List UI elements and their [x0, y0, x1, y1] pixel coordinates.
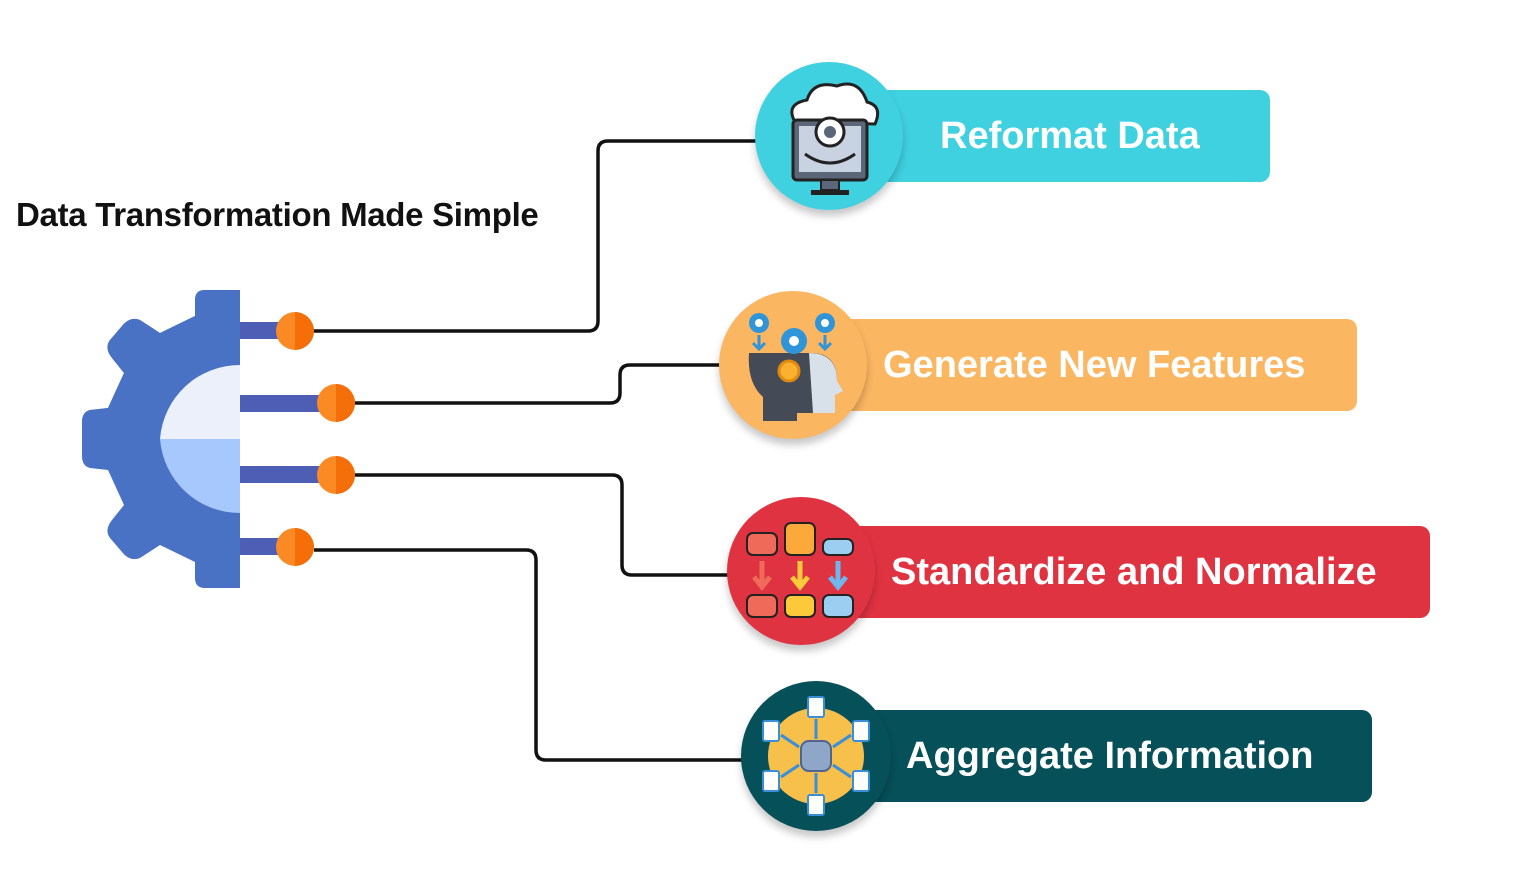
step-pill-generate-new-features: Generate New Features [790, 319, 1357, 411]
line-3 [355, 473, 730, 577]
head-gears-icon [748, 313, 843, 421]
line-1 [314, 139, 760, 333]
step-label: Aggregate Information [906, 734, 1314, 777]
step-badge-4 [741, 681, 891, 831]
port-dot-2 [317, 384, 355, 422]
step-label: Standardize and Normalize [891, 550, 1377, 593]
step-badge-1 [755, 62, 903, 210]
port-dot-1 [276, 312, 314, 350]
step-pill-aggregate-information: Aggregate Information [810, 710, 1372, 802]
cloud-monitor-gear-icon [790, 82, 880, 195]
connector-ports [240, 312, 355, 566]
connector-lines [314, 139, 760, 762]
step-badge-3 [727, 497, 875, 645]
line-2 [355, 363, 722, 405]
gear-icon [82, 290, 240, 588]
diagram-title: Data Transformation Made Simple [16, 196, 539, 233]
port-dot-3 [317, 456, 355, 494]
port-dot-4 [276, 528, 314, 566]
step-badge-2 [719, 291, 867, 439]
database-normalize-icon [746, 522, 854, 618]
line-4 [314, 548, 746, 762]
step-label: Reformat Data [940, 114, 1200, 157]
step-pill-standardize-and-normalize: Standardize and Normalize [800, 526, 1430, 618]
database-aggregate-icon [762, 696, 870, 816]
step-label: Generate New Features [883, 343, 1306, 386]
